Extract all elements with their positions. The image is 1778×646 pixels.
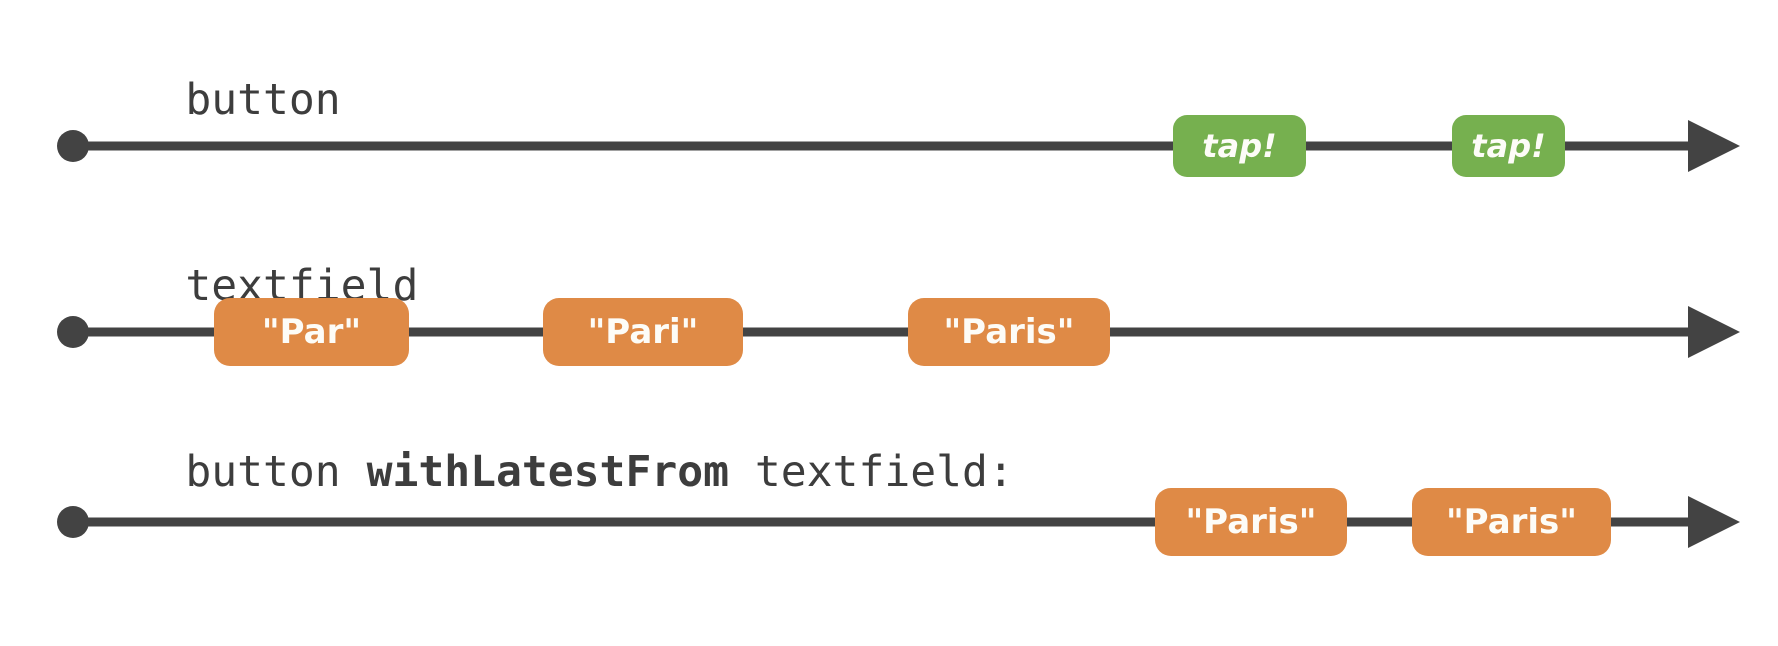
stream-row-textfield: textfield "Par" "Pari" "Paris": [0, 186, 1778, 382]
marble-event[interactable]: "Paris": [1412, 488, 1611, 556]
marble-event[interactable]: tap!: [1452, 115, 1565, 177]
stream-arrowhead-icon: [1688, 306, 1740, 358]
label-segment: textfield:: [729, 447, 1014, 497]
marble-event[interactable]: "Par": [214, 298, 409, 366]
timeline-button: tap! tap!: [0, 115, 1778, 177]
marble-event[interactable]: "Pari": [543, 298, 743, 366]
label-segment-operator: withLatestFrom: [366, 447, 729, 497]
stream-label-withlatestfrom: button withLatestFrom textfield:: [30, 408, 1014, 537]
stream-label-button: button: [30, 36, 341, 165]
stream-arrowhead-icon: [1688, 496, 1740, 548]
timeline-textfield: "Par" "Pari" "Paris": [0, 298, 1778, 366]
timeline-axis-button: [57, 120, 1740, 172]
stream-arrowhead-icon: [1688, 120, 1740, 172]
marble-event[interactable]: "Paris": [1155, 488, 1347, 556]
label-segment: button: [185, 75, 341, 125]
marble-event[interactable]: tap!: [1173, 115, 1306, 177]
timeline-withlatestfrom: "Paris" "Paris": [0, 488, 1778, 556]
label-segment: button: [185, 447, 367, 497]
stream-row-button: button tap! tap!: [0, 0, 1778, 196]
marble-event[interactable]: "Paris": [908, 298, 1110, 366]
stream-row-withlatestfrom: button withLatestFrom textfield: "Paris"…: [0, 392, 1778, 612]
